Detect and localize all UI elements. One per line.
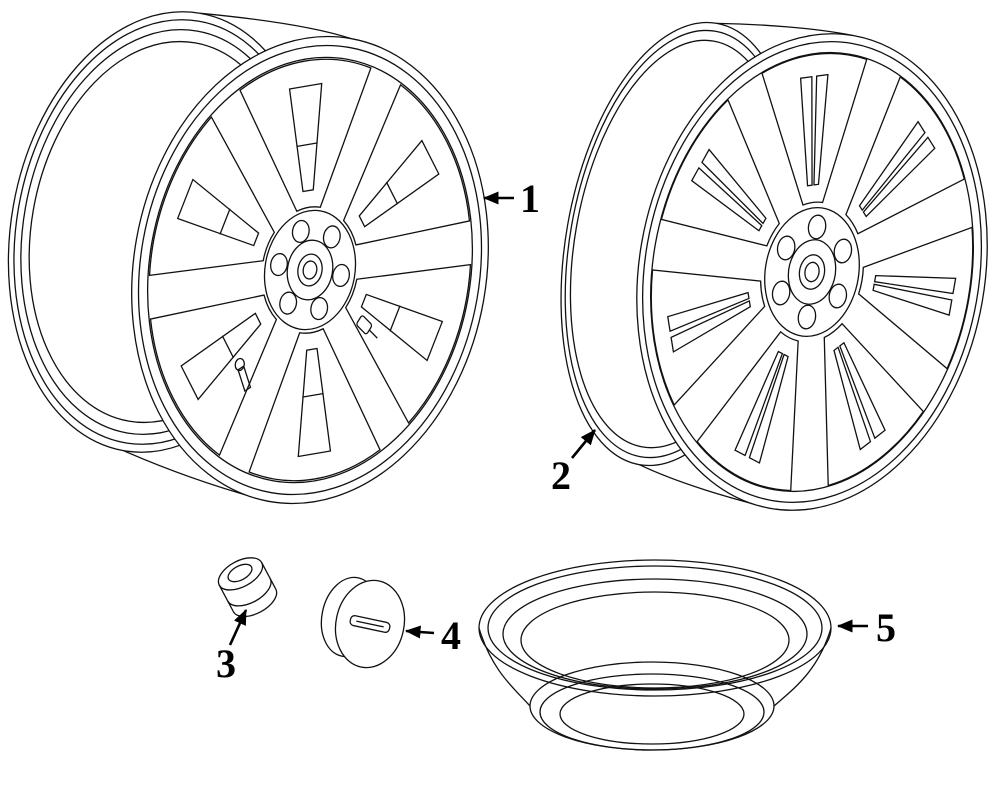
- wheel-1-wheel-stud-icon: [234, 356, 252, 391]
- wheel-2-face: [600, 6, 1000, 539]
- center-cap-slot: [349, 615, 390, 633]
- callout-2-label: 2: [551, 453, 571, 498]
- callout-3-label: 3: [216, 641, 236, 686]
- callout-4-arrow: [404, 625, 434, 639]
- callout-3-arrow: [230, 609, 246, 645]
- callout-1-label: 1: [520, 176, 540, 221]
- callout-4-label: 4: [441, 613, 461, 658]
- wheel-1-valve-stem-icon: [356, 315, 380, 343]
- rim-band-illustration: [479, 560, 831, 750]
- wheel-2-barrel-top-edge: [717, 23, 854, 35]
- callouts: 1 2 3 4 5: [216, 176, 896, 686]
- center-cap-illustration: [314, 572, 412, 674]
- lug-nut-illustration: [213, 551, 282, 623]
- wheel-1-illustration: [0, 0, 524, 532]
- wheel-1-face: [96, 8, 525, 532]
- wheel-2-illustration: [529, 4, 1000, 538]
- wheel-1-barrel-top-edge: [201, 13, 351, 38]
- callout-2-arrow: [572, 430, 595, 458]
- callout-5-label: 5: [876, 605, 896, 650]
